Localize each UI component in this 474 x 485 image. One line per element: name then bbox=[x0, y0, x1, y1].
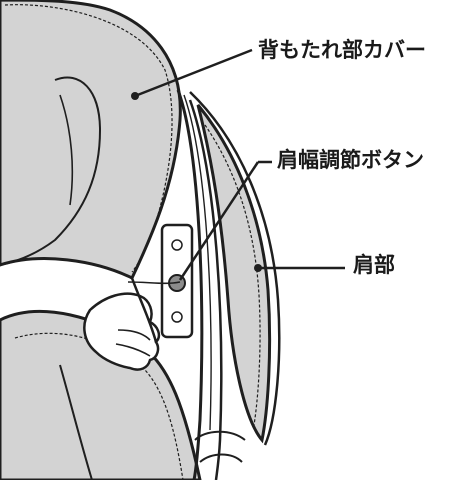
shoulder-width-button-label: 肩幅調節ボタン bbox=[277, 148, 424, 172]
seat-fold-line bbox=[59, 364, 93, 481]
shoulder-part-label: 肩部 bbox=[353, 253, 395, 277]
leader-dot-shoulder bbox=[254, 264, 262, 272]
frame-rail-left bbox=[176, 89, 204, 481]
backrest-seam bbox=[4, 4, 173, 273]
bracket-hole-bottom bbox=[171, 311, 183, 323]
backrest-cover-label: 背もたれ部カバー bbox=[258, 38, 426, 62]
leader-backrest bbox=[134, 48, 253, 98]
hand-finger-line-1 bbox=[117, 329, 151, 341]
shoulder-outer-shell bbox=[189, 91, 281, 446]
shoulder-seam bbox=[204, 124, 261, 426]
mechanism-arc bbox=[194, 430, 246, 441]
frame-rail-mid bbox=[188, 99, 223, 481]
backrest-inner-curve bbox=[0, 76, 102, 266]
backrest-cover bbox=[0, 0, 182, 281]
cover-edge-pulled bbox=[130, 277, 158, 343]
backrest-fold bbox=[59, 94, 74, 206]
lower-seat-seam bbox=[14, 332, 184, 481]
leader-button bbox=[178, 161, 260, 281]
bracket-hole-top bbox=[171, 239, 183, 251]
cover-edge-top bbox=[127, 281, 181, 285]
leader-dot-backrest bbox=[131, 92, 139, 100]
mechanism-arc-2 bbox=[199, 453, 243, 463]
hand-finger-line-2 bbox=[115, 343, 151, 357]
